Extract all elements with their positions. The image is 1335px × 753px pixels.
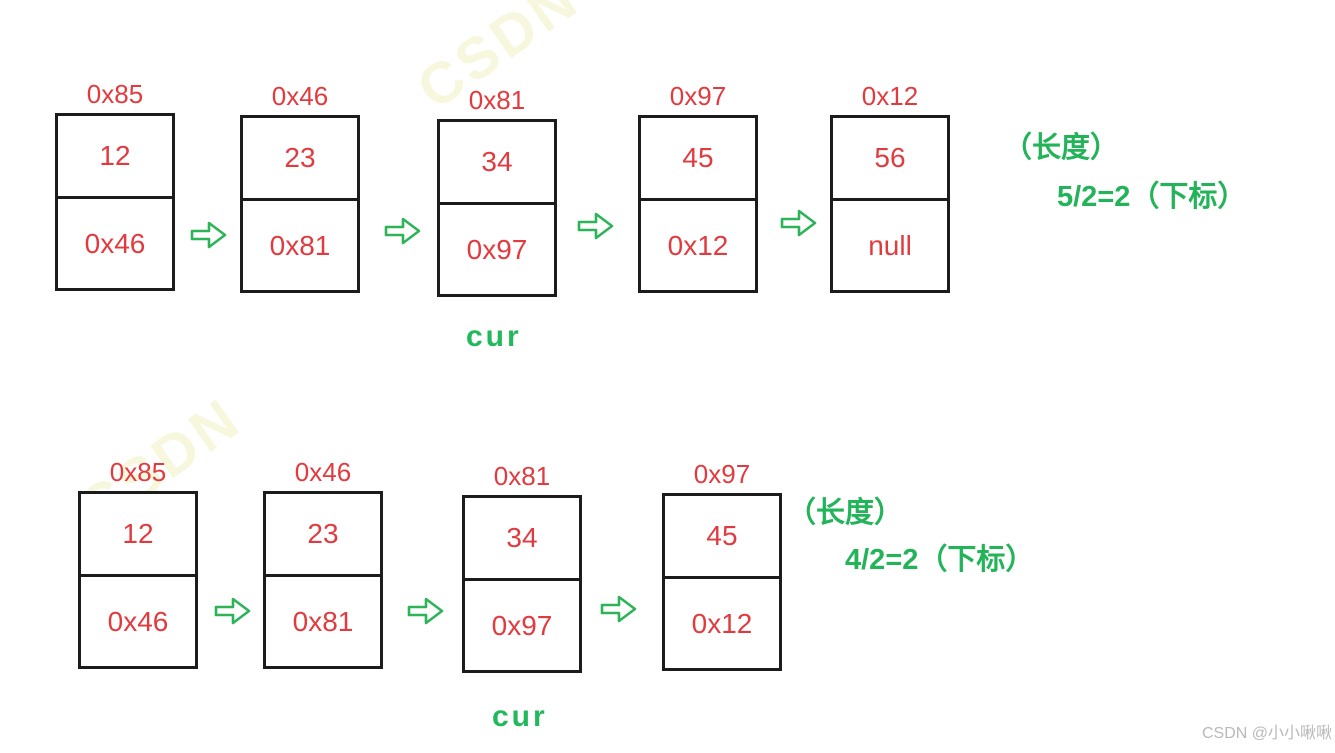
node-address-label: 0x81 <box>493 461 551 491</box>
node-address-label: 0x12 <box>861 81 919 111</box>
length-annotation-line1: （长度） <box>1003 132 1120 164</box>
node-box: 45 0x12 <box>638 115 758 293</box>
node-next-cell: 0x97 <box>491 609 553 641</box>
node-next-cell: 0x81 <box>269 229 331 261</box>
node-value-cell: 23 <box>266 494 380 577</box>
csdn-watermark: CSDN @小小啾啾 <box>1201 725 1332 742</box>
length-annotation-line2: 4/2=2（下标） <box>845 544 1035 576</box>
arrow-right-icon <box>383 214 423 248</box>
node-box: 56 null <box>830 115 950 293</box>
arrow-right-icon <box>406 594 446 628</box>
list-node: 0x46 23 0x81 <box>240 80 360 293</box>
node-box: 45 0x12 <box>662 493 782 671</box>
arrow-right-icon <box>576 209 616 243</box>
list-node: 0x46 23 0x81 <box>263 456 383 669</box>
list-node: 0x85 12 0x46 <box>55 78 175 291</box>
list-node: 0x85 12 0x46 <box>78 456 198 669</box>
node-value-cell: 12 <box>58 116 172 199</box>
node-box: 34 0x97 <box>437 119 557 297</box>
node-value-cell: 34 <box>465 498 579 581</box>
node-address-label: 0x97 <box>669 81 727 111</box>
node-box: 23 0x81 <box>263 491 383 669</box>
cur-pointer-label: cur <box>466 320 522 353</box>
node-value-cell: 34 <box>440 122 554 205</box>
node-address-label: 0x46 <box>271 81 329 111</box>
node-value-cell: 56 <box>833 118 947 201</box>
node-box: 12 0x46 <box>78 491 198 669</box>
list-node: 0x81 34 0x97 <box>462 460 582 673</box>
node-next-cell: 0x46 <box>84 227 146 259</box>
length-annotation-line2: 5/2=2（下标） <box>1057 181 1247 213</box>
node-address-label: 0x46 <box>294 457 352 487</box>
node-address-label: 0x81 <box>468 85 526 115</box>
list-node: 0x97 45 0x12 <box>638 80 758 293</box>
list-node: 0x12 56 null <box>830 80 950 293</box>
list-node: 0x81 34 0x97 <box>437 84 557 297</box>
node-value-cell: 23 <box>243 118 357 201</box>
node-next-cell: 0x81 <box>292 605 354 637</box>
cur-pointer-label: cur <box>492 700 548 733</box>
node-box: 23 0x81 <box>240 115 360 293</box>
node-value-cell: 12 <box>81 494 195 577</box>
node-value-cell: 45 <box>665 496 779 579</box>
node-box: 12 0x46 <box>55 113 175 291</box>
node-address-label: 0x85 <box>109 457 167 487</box>
arrow-right-icon <box>599 592 639 626</box>
node-address-label: 0x85 <box>86 79 144 109</box>
list-node: 0x97 45 0x12 <box>662 458 782 671</box>
node-next-cell: null <box>868 229 912 261</box>
node-next-cell: 0x12 <box>667 229 729 261</box>
arrow-right-icon <box>213 594 253 628</box>
arrow-right-icon <box>189 218 229 252</box>
node-value-cell: 45 <box>641 118 755 201</box>
node-next-cell: 0x97 <box>466 233 528 265</box>
length-annotation-line1: （长度） <box>787 497 904 529</box>
node-next-cell: 0x46 <box>107 605 169 637</box>
node-next-cell: 0x12 <box>691 607 753 639</box>
node-box: 34 0x97 <box>462 495 582 673</box>
node-address-label: 0x97 <box>693 459 751 489</box>
arrow-right-icon <box>779 206 819 240</box>
